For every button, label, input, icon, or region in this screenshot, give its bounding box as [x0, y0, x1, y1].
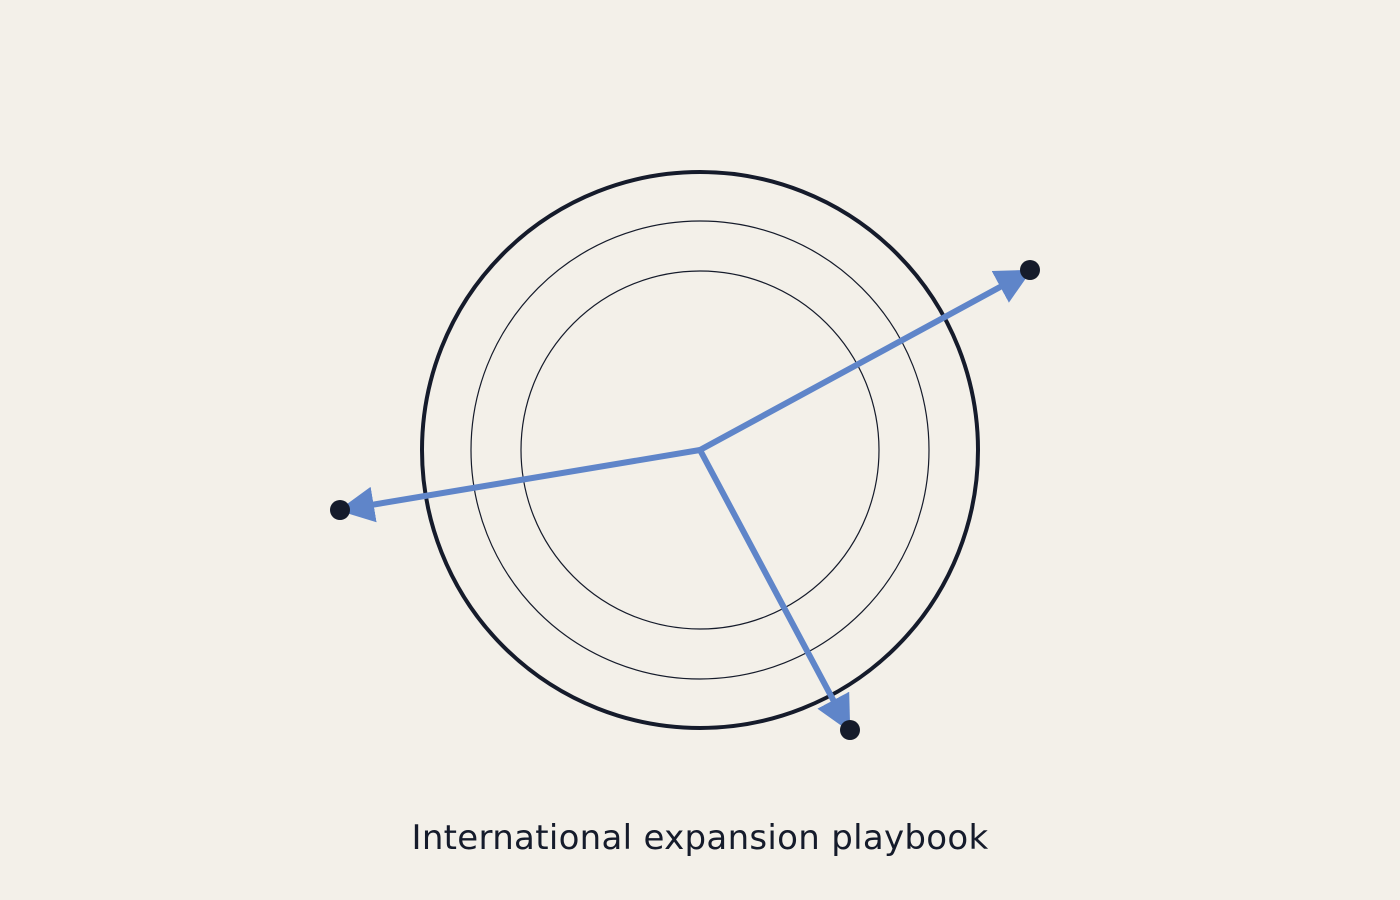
inner-ring: [520, 270, 880, 630]
endpoint-upper-right: [1020, 260, 1040, 280]
arrow-left: [338, 447, 703, 523]
endpoint-lower-right: [840, 720, 860, 740]
arrow-upper-right: [697, 269, 1032, 453]
diagram-caption: International expansion playbook: [411, 818, 989, 858]
outer-ring: [420, 170, 980, 730]
endpoint-left: [330, 500, 350, 520]
arrow-lower-right: [697, 447, 851, 732]
middle-ring: [470, 220, 930, 680]
